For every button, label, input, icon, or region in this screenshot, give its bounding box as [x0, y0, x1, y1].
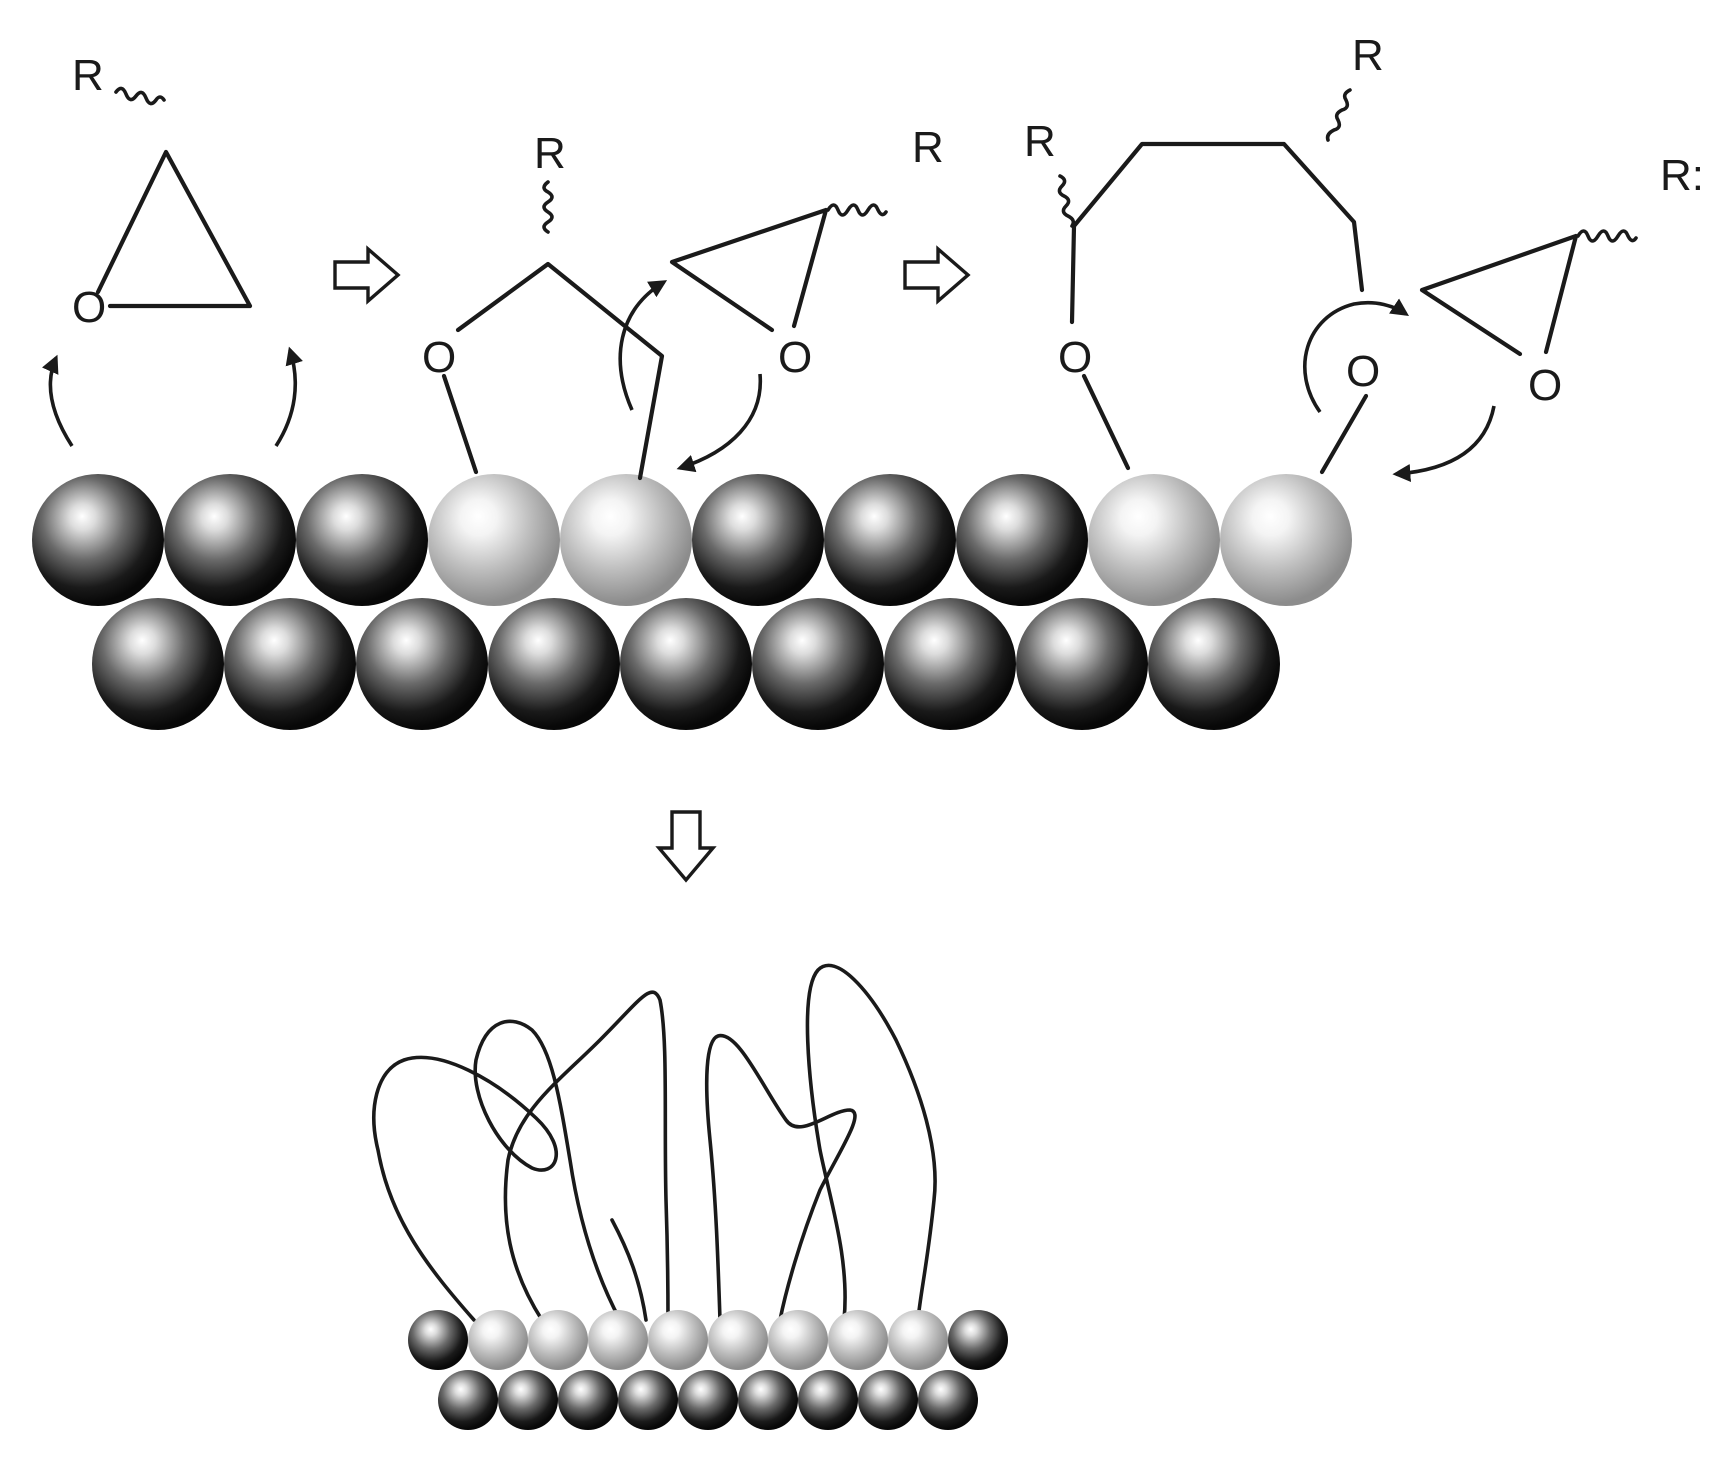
- oxygen-label-stage3-right: O: [1346, 347, 1380, 396]
- curved-arrow-right-stage1: [274, 346, 303, 447]
- r-label-stage2-monomer: R: [912, 123, 944, 172]
- product-atom-top-1: [408, 1310, 468, 1370]
- surface-bottom-atom-row: [92, 598, 1280, 730]
- surface-atom-bottom-5: [620, 598, 752, 730]
- product-atom-bottom-8: [858, 1370, 918, 1430]
- wavy-bond-stage3-monomer: [1576, 229, 1638, 243]
- product-atom-bottom-2: [498, 1370, 558, 1430]
- polymer-chain-1: [372, 1019, 622, 1322]
- curved-arrow-up-stage2: [618, 280, 668, 411]
- product-surface-top-row: [408, 1310, 1008, 1370]
- product-atom-bottom-4: [618, 1370, 678, 1430]
- surface-top-atom-row: [32, 474, 1352, 606]
- product-atom-top-10: [948, 1310, 1008, 1370]
- surface-atom-bottom-7: [884, 598, 1016, 730]
- curved-arrow-down-stage3: [1392, 405, 1496, 482]
- product-atom-top-5-active: [648, 1310, 708, 1370]
- product-polymer-brushes: [372, 963, 937, 1322]
- oxygen-label-stage2-bound: O: [422, 333, 456, 382]
- surface-atom-top-1: [32, 474, 164, 606]
- surface-o-bond-stage2: [441, 373, 479, 475]
- surface-atom-top-7: [824, 474, 956, 606]
- epoxide-ring-stage1: [95, 149, 253, 309]
- opened-ring-chain-stage2: [455, 261, 665, 481]
- surface-o-bond-stage3-left: [1081, 373, 1131, 471]
- product-atom-top-3-active: [528, 1310, 588, 1370]
- product-atom-top-2-active: [468, 1310, 528, 1370]
- surface-atom-top-3: [296, 474, 428, 606]
- product-atom-bottom-7: [798, 1370, 858, 1430]
- product-atom-bottom-6: [738, 1370, 798, 1430]
- product-atom-bottom-1: [438, 1370, 498, 1430]
- r-label-stage3-monomer: R:: [1660, 151, 1704, 200]
- oxygen-label-stage1: O: [72, 283, 106, 332]
- product-atom-top-4-active: [588, 1310, 648, 1370]
- wavy-bond-stage2-chain: [542, 180, 554, 234]
- wavy-bond-stage3-left: [1057, 174, 1076, 228]
- oxygen-label-stage2-monomer: O: [778, 333, 812, 382]
- polymer-chain-2: [503, 990, 670, 1322]
- product-surface-bottom-row: [438, 1370, 978, 1430]
- surface-atom-top-6: [692, 474, 824, 606]
- stage-3-chain-growth: R R O O R: O: [1024, 31, 1704, 482]
- oxygen-label-stage3-left: O: [1058, 333, 1092, 382]
- stage-2-ring-opening: R O R O: [422, 123, 944, 481]
- oxygen-label-stage3-monomer: O: [1528, 361, 1562, 410]
- product-atom-top-9-active: [888, 1310, 948, 1370]
- surface-o-bond-stage3-right: [1319, 393, 1369, 475]
- polymer-chain-3: [704, 1034, 857, 1322]
- surface-atom-top-8: [956, 474, 1088, 606]
- product-atom-top-7-active: [768, 1310, 828, 1370]
- epoxide-ring-stage3: [1419, 233, 1579, 357]
- product-atom-top-6-active: [708, 1310, 768, 1370]
- product-atom-bottom-3: [558, 1370, 618, 1430]
- surface-atom-bottom-4: [488, 598, 620, 730]
- reaction-step-arrow-1: [333, 245, 401, 305]
- polymer-chain-5: [610, 1218, 648, 1322]
- surface-atom-top-9-active: [1088, 474, 1220, 606]
- wavy-bond-stage3-top: [1325, 88, 1352, 142]
- r-label-stage3-top: R: [1352, 31, 1384, 80]
- r-label-stage1: R: [72, 51, 104, 100]
- surface-atom-bottom-1: [92, 598, 224, 730]
- wavy-bond-stage2-monomer: [826, 203, 888, 217]
- r-label-stage2-chain: R: [534, 129, 566, 178]
- stage-1-epoxide-monomer: R O: [41, 51, 303, 447]
- product-atom-bottom-9: [918, 1370, 978, 1430]
- product-atom-top-8-active: [828, 1310, 888, 1370]
- polymer-chain-4: [805, 963, 937, 1322]
- surface-atom-top-5-active: [560, 474, 692, 606]
- product-atom-bottom-5: [678, 1370, 738, 1430]
- wavy-bond-stage1: [114, 86, 166, 106]
- reaction-step-arrow-2: [903, 245, 971, 305]
- surface-atom-bottom-3: [356, 598, 488, 730]
- curved-arrow-left-stage1: [41, 354, 74, 447]
- surface-atom-top-4-active: [428, 474, 560, 606]
- polymer-backbone-stage3: [1069, 141, 1365, 325]
- surface-atom-bottom-2: [224, 598, 356, 730]
- surface-atom-top-10-active: [1220, 474, 1352, 606]
- curved-arrow-down-stage2: [676, 373, 763, 473]
- surface-atom-bottom-6: [752, 598, 884, 730]
- surface-atom-bottom-9: [1148, 598, 1280, 730]
- surface-atom-bottom-8: [1016, 598, 1148, 730]
- curved-arrow-left-loop-stage3: [1303, 298, 1409, 414]
- reaction-step-arrow-3: [655, 810, 717, 883]
- surface-atom-top-2: [164, 474, 296, 606]
- epoxide-ring-stage2: [669, 207, 829, 333]
- r-label-stage3-left: R: [1024, 117, 1056, 166]
